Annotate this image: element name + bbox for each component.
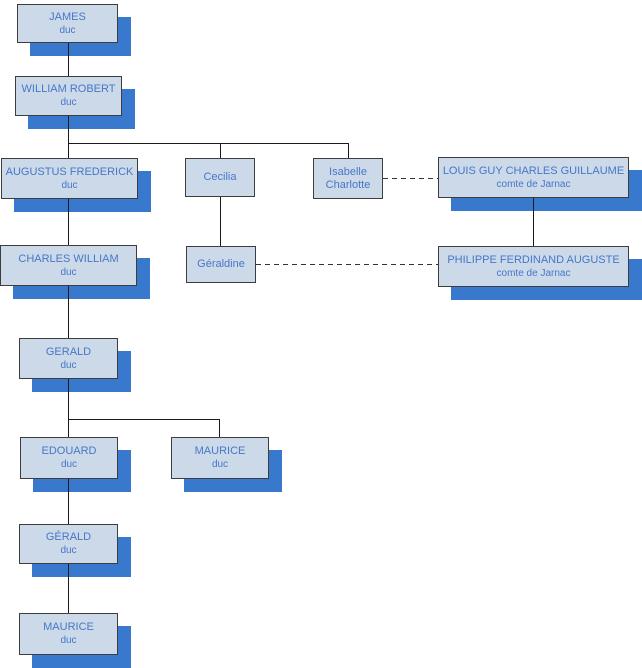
node-william-robert[interactable]: WILLIAM ROBERT duc	[15, 76, 122, 116]
person-title: comte de Jarnac	[496, 178, 571, 190]
person-name: EDOUARD	[41, 445, 97, 457]
connector-line	[68, 116, 69, 158]
person-name: GÉRALD	[45, 531, 92, 543]
connector-line	[219, 419, 220, 437]
node-louis-guy-charles-guillaume[interactable]: LOUIS GUY CHARLES GUILLAUME comte de Jar…	[438, 157, 629, 198]
person-name: Isabelle Charlotte	[325, 165, 371, 191]
node-cecilia[interactable]: Cecilia	[185, 158, 255, 197]
person-name: LOUIS GUY CHARLES GUILLAUME	[442, 164, 625, 177]
person-name: MAURICE	[43, 621, 94, 633]
person-name: WILLIAM ROBERT	[21, 83, 116, 95]
connector-line	[68, 286, 69, 338]
person-name: MAURICE	[194, 445, 246, 457]
node-maurice-jr[interactable]: MAURICE duc	[19, 613, 118, 655]
connector-line	[220, 197, 221, 246]
person-title: duc	[60, 359, 77, 371]
connector-line	[533, 198, 534, 246]
node-gerald-jr[interactable]: GÉRALD duc	[19, 524, 118, 564]
person-name: GERALD	[45, 345, 92, 358]
connector-line	[68, 43, 69, 76]
person-name: Cecilia	[203, 171, 237, 183]
person-name: CHARLES WILLIAM	[18, 252, 119, 265]
node-augustus-frederick[interactable]: AUGUSTUS FREDERICK duc	[1, 158, 138, 199]
node-philippe-ferdinand-auguste[interactable]: PHILIPPE FERDINAND AUGUSTE comte de Jarn…	[438, 246, 629, 287]
node-edouard[interactable]: EDOUARD duc	[20, 437, 118, 479]
person-title: duc	[60, 635, 77, 646]
person-name: JAMES	[49, 10, 86, 23]
person-title: duc	[60, 97, 77, 108]
node-isabelle-charlotte[interactable]: Isabelle Charlotte	[313, 158, 383, 199]
person-title: duc	[61, 179, 78, 191]
person-name: Géraldine	[197, 258, 245, 270]
person-title: duc	[60, 266, 77, 278]
node-charles-william[interactable]: CHARLES WILLIAM duc	[0, 245, 137, 286]
connector-line	[68, 379, 69, 437]
connector-line	[68, 419, 220, 420]
marriage-dashed-line	[383, 178, 438, 179]
node-maurice[interactable]: MAURICE duc	[171, 437, 269, 479]
node-gerald[interactable]: GERALD duc	[19, 338, 118, 379]
person-title: duc	[211, 459, 229, 470]
person-title: duc	[59, 24, 76, 36]
node-geraldine[interactable]: Géraldine	[186, 246, 256, 283]
connector-line	[68, 143, 349, 144]
connector-line	[68, 564, 69, 613]
connector-line	[348, 143, 349, 158]
marriage-dashed-line	[256, 264, 438, 265]
person-title: duc	[60, 459, 78, 470]
person-name: AUGUSTUS FREDERICK	[5, 165, 134, 178]
person-name: PHILIPPE FERDINAND AUGUSTE	[447, 253, 620, 266]
person-title: duc	[60, 545, 77, 556]
person-title: comte de Jarnac	[496, 267, 571, 279]
node-james[interactable]: JAMES duc	[17, 4, 118, 43]
connector-line	[220, 143, 221, 158]
connector-line	[68, 479, 69, 524]
connector-line	[68, 199, 69, 245]
